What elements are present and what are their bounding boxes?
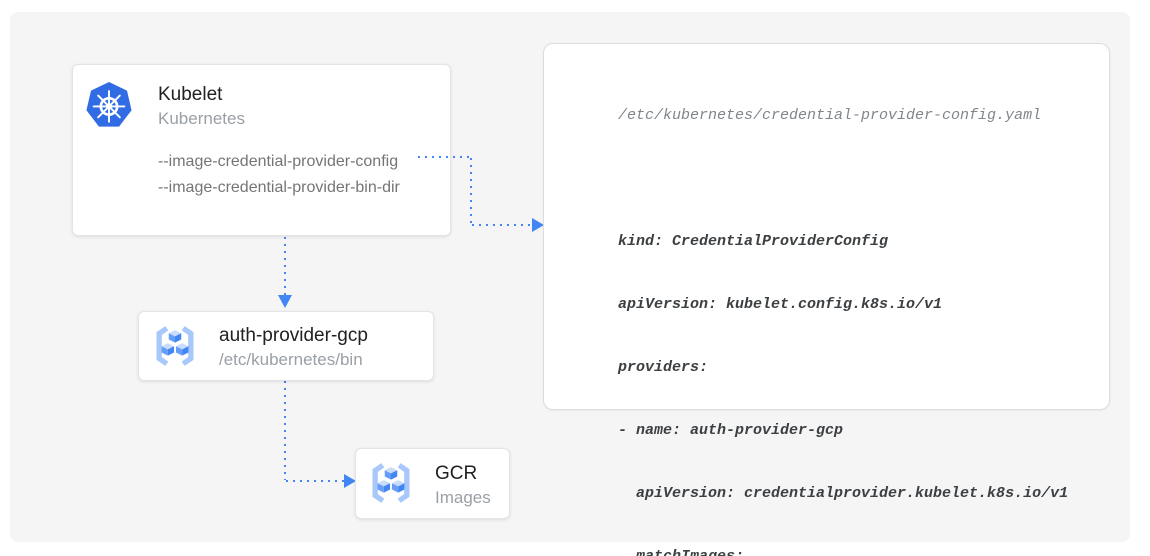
gcr-icon: [151, 322, 199, 370]
connector-config-to-yaml-seg2: [470, 158, 472, 225]
yaml-line: apiVersion: kubelet.config.k8s.io/v1: [618, 296, 943, 313]
yaml-blank-line: [618, 168, 1068, 189]
gcr-title: GCR: [435, 463, 478, 484]
connector-kubelet-to-auth-seg: [284, 237, 286, 295]
yaml-file-path: /etc/kubernetes/credential-provider-conf…: [618, 107, 1042, 124]
connector-config-to-yaml-seg3: [472, 224, 532, 226]
kubelet-title: Kubelet: [158, 84, 223, 105]
kubernetes-icon: [85, 81, 133, 129]
kubelet-flag-config: --image-credential-provider-config: [158, 153, 399, 170]
arrowhead-to-gcr-icon: [344, 474, 356, 488]
auth-provider-subtitle: /etc/kubernetes/bin: [219, 350, 363, 369]
arrowhead-to-auth-icon: [278, 295, 292, 308]
yaml-line: matchImages:: [618, 546, 1068, 556]
credential-provider-config-panel: /etc/kubernetes/credential-provider-conf…: [543, 43, 1110, 556]
auth-provider-node: auth-provider-gcp /etc/kubernetes/bin: [138, 311, 434, 381]
yaml-line: - name: auth-provider-gcp: [618, 422, 844, 439]
kubelet-subtitle: Kubernetes: [158, 109, 245, 128]
auth-provider-title: auth-provider-gcp: [219, 325, 368, 346]
kubelet-flag-bin-dir: --image-credential-provider-bin-dir: [158, 179, 400, 196]
kubelet-node: Kubelet Kubernetes --image-credential-pr…: [72, 64, 451, 236]
yaml-line: kind: CredentialProviderConfig: [618, 233, 889, 250]
arrowhead-to-yaml-icon: [532, 218, 544, 232]
gcr-icon: [367, 459, 415, 507]
connector-auth-to-gcr-seg2: [286, 480, 344, 482]
gcr-node: GCR Images: [355, 448, 510, 519]
yaml-line: providers:: [618, 359, 709, 376]
connector-auth-to-gcr-seg1: [284, 381, 286, 480]
yaml-line: apiVersion: credentialprovider.kubelet.k…: [618, 485, 1069, 502]
gcr-subtitle: Images: [435, 488, 491, 507]
yaml-code-block: /etc/kubernetes/credential-provider-conf…: [618, 63, 1068, 556]
connector-config-to-yaml-seg1: [418, 156, 472, 158]
kubelet-flags: --image-credential-provider-config --ima…: [158, 149, 400, 201]
